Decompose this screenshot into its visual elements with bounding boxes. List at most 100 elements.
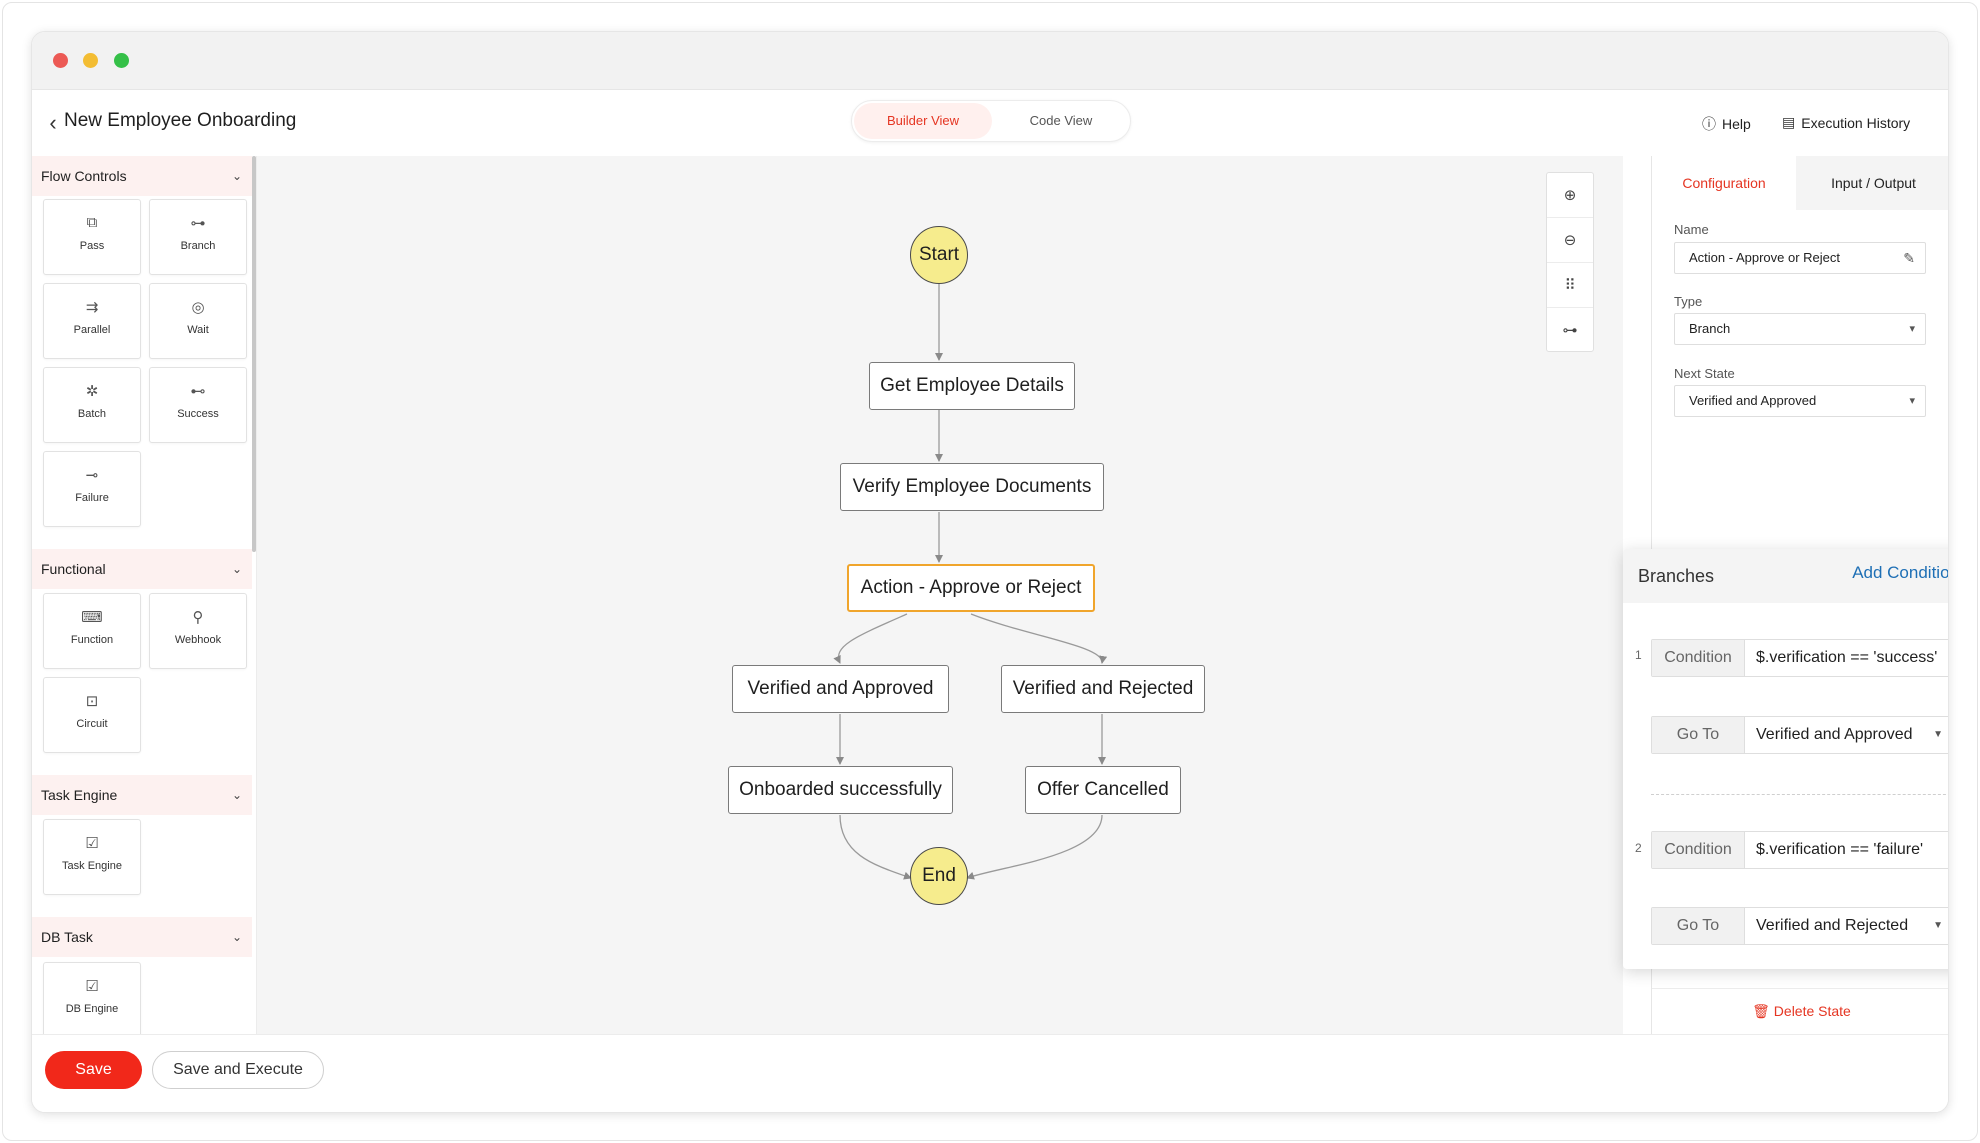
execution-history-link[interactable]: ▤ Execution History [1782, 114, 1910, 131]
delete-state-label: Delete State [1773, 1003, 1851, 1019]
chevron-down-icon: ⌄ [231, 169, 242, 183]
failure-icon: ⊸ [85, 467, 99, 484]
node-verify-employee-documents[interactable]: Verify Employee Documents [840, 463, 1104, 511]
section-db-task[interactable]: DB Task ⌄ [32, 917, 252, 957]
node-verified-and-approved[interactable]: Verified and Approved [732, 665, 949, 713]
app-window: ‹ New Employee Onboarding Builder View C… [31, 31, 1949, 1113]
chevron-down-icon: ⌄ [231, 788, 242, 802]
edge-onboarded-to-end [839, 814, 912, 880]
palette-item-label: Failure [75, 492, 109, 504]
edge-cancelled-to-end [966, 814, 1103, 880]
condition-label: Condition [1652, 640, 1745, 676]
start-node[interactable]: Start [910, 226, 968, 284]
title-bar [32, 32, 1948, 90]
success-icon: ⊷ [190, 383, 206, 400]
palette-item-branch[interactable]: ⊶ Branch [149, 199, 247, 275]
edge-action-to-approved [833, 613, 908, 664]
palette-item-label: Wait [187, 324, 209, 336]
minimize-window-button[interactable] [83, 53, 98, 68]
type-label: Type [1674, 294, 1703, 309]
section-functional[interactable]: Functional ⌄ [32, 549, 252, 589]
zoom-in-icon[interactable]: ⊕ [1547, 173, 1593, 218]
save-button[interactable]: Save [45, 1051, 142, 1089]
palette-item-wait[interactable]: ◎ Wait [149, 283, 247, 359]
history-icon: ▤ [1782, 114, 1796, 130]
branch-number: 1 [1635, 648, 1642, 662]
branches-popover: Branches Add Condition 1 Condition $.ver… [1623, 549, 1949, 969]
code-view-tab[interactable]: Code View [1029, 113, 1093, 128]
zoom-out-icon[interactable]: ⊖ [1547, 218, 1593, 263]
sidebar-scrollbar[interactable] [252, 156, 256, 552]
condition-value: $.verification == 'success' [1756, 649, 1938, 666]
help-label: Help [1722, 116, 1751, 132]
name-field[interactable]: Action - Approve or Reject ✎ [1674, 242, 1926, 274]
condition-value: $.verification == 'failure' [1756, 841, 1924, 858]
caret-down-icon: ▼ [1933, 729, 1943, 740]
palette-item-parallel[interactable]: ⇉ Parallel [43, 283, 141, 359]
flow-edges [833, 283, 1108, 880]
condition-field[interactable]: Condition $.verification == 'success' [1651, 639, 1948, 677]
goto-label: Go To [1652, 717, 1745, 753]
name-value: Action - Approve or Reject [1689, 250, 1841, 265]
save-and-execute-button[interactable]: Save and Execute [152, 1051, 324, 1089]
goto-value: Verified and Approved [1756, 726, 1913, 743]
palette-item-label: Task Engine [62, 860, 122, 872]
end-node[interactable]: End [910, 847, 968, 905]
palette-item-success[interactable]: ⊷ Success [149, 367, 247, 443]
add-condition-button[interactable]: Add Condition [1852, 563, 1949, 582]
component-palette: Flow Controls ⌄ ⧉ Pass ⊶ Branch ⇉ Parall… [32, 156, 257, 1034]
palette-item-function[interactable]: ⌨ Function [43, 593, 141, 669]
layout-icon[interactable]: ⊶ [1562, 322, 1578, 339]
maximize-window-button[interactable] [114, 53, 129, 68]
palette-item-db-engine[interactable]: ☑ DB Engine [43, 962, 141, 1034]
footer-bar: Save Save and Execute [32, 1034, 1948, 1112]
tab-configuration[interactable]: Configuration [1652, 156, 1796, 210]
next-state-value: Verified and Approved [1689, 393, 1817, 408]
parallel-icon: ⇉ [85, 299, 99, 316]
info-icon: ⓘ [1702, 116, 1716, 132]
type-select[interactable]: Branch ▾ [1674, 313, 1926, 345]
back-arrow-icon[interactable]: ‹ [49, 110, 57, 135]
goto-select[interactable]: Go To Verified and Approved ▼ [1651, 716, 1948, 754]
palette-item-label: Parallel [73, 324, 111, 336]
section-title: Task Engine [41, 787, 118, 803]
palette-item-task-engine[interactable]: ☑ Task Engine [43, 819, 141, 895]
view-toggle: Builder View Code View [851, 100, 1131, 142]
node-get-employee-details[interactable]: Get Employee Details [869, 362, 1075, 410]
palette-item-label: Webhook [174, 634, 222, 646]
node-onboarded-successfully[interactable]: Onboarded successfully [728, 766, 953, 814]
flow-canvas[interactable]: Start Get Employee Details Verify Employ… [257, 156, 1623, 1034]
branches-title: Branches [1638, 566, 1715, 586]
pass-icon: ⧉ [86, 214, 98, 231]
function-icon: ⌨ [81, 609, 103, 626]
branch-number: 2 [1635, 841, 1642, 855]
delete-state-button[interactable]: 🗑 Delete State [1652, 988, 1948, 1034]
node-action-approve-or-reject[interactable]: Action - Approve or Reject [847, 564, 1095, 612]
palette-item-batch[interactable]: ✲ Batch [43, 367, 141, 443]
branches-header: Branches Add Condition [1623, 549, 1949, 603]
webhook-icon: ⚲ [192, 609, 204, 626]
palette-item-webhook[interactable]: ⚲ Webhook [149, 593, 247, 669]
palette-item-label: Pass [79, 240, 105, 252]
palette-item-circuit[interactable]: ⊡ Circuit [43, 677, 141, 753]
close-window-button[interactable] [53, 53, 68, 68]
execution-history-label: Execution History [1801, 114, 1911, 131]
builder-view-tab[interactable]: Builder View [854, 103, 992, 139]
tab-input-output[interactable]: Input / Output [1796, 156, 1948, 210]
next-state-select[interactable]: Verified and Approved ▾ [1674, 385, 1926, 417]
edge-action-to-rejected [970, 613, 1108, 664]
section-flow-controls[interactable]: Flow Controls ⌄ [32, 156, 252, 196]
pencil-icon[interactable]: ✎ [1903, 250, 1915, 266]
palette-item-pass[interactable]: ⧉ Pass [43, 199, 141, 275]
node-offer-cancelled[interactable]: Offer Cancelled [1025, 766, 1181, 814]
palette-item-failure[interactable]: ⊸ Failure [43, 451, 141, 527]
grid-icon[interactable]: ⠿ [1547, 263, 1593, 308]
section-task-engine[interactable]: Task Engine ⌄ [32, 775, 252, 815]
condition-field[interactable]: Condition $.verification == 'failure' [1651, 831, 1948, 869]
node-verified-and-rejected[interactable]: Verified and Rejected [1001, 665, 1205, 713]
help-link[interactable]: ⓘ Help [1702, 114, 1751, 134]
chevron-down-icon: ⌄ [231, 562, 242, 576]
caret-down-icon: ▾ [1909, 395, 1915, 407]
palette-item-label: Function [70, 634, 114, 646]
goto-select[interactable]: Go To Verified and Rejected ▼ [1651, 907, 1948, 945]
